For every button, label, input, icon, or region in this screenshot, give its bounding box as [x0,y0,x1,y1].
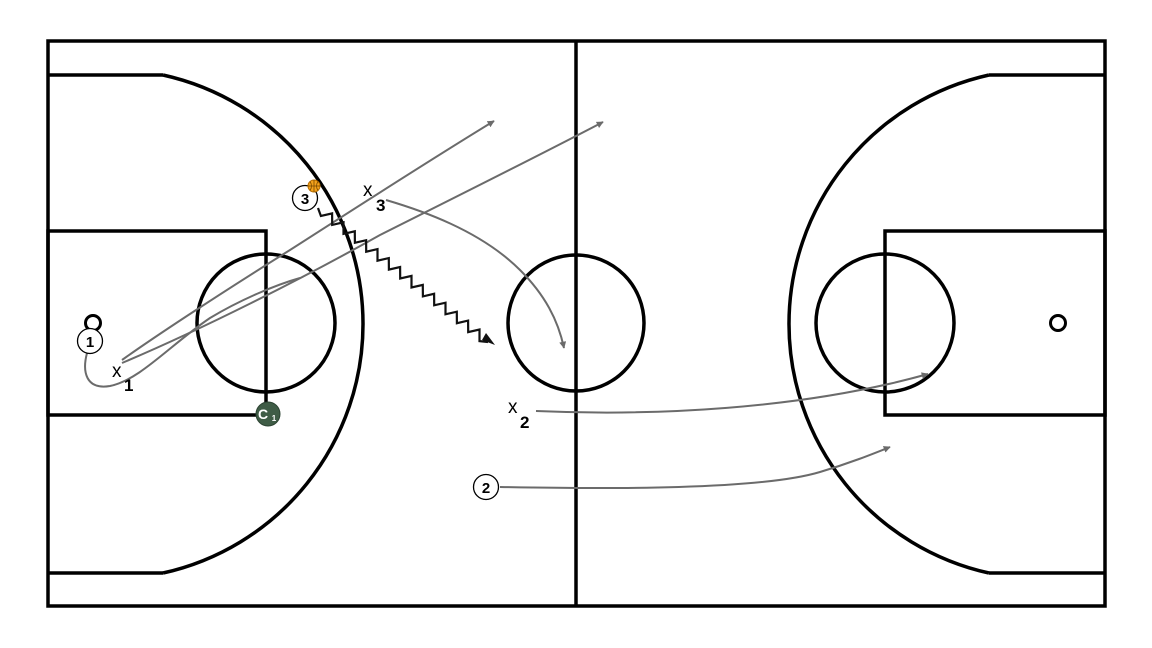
defender-number: 3 [376,196,385,215]
left-free-throw-circle [195,252,337,394]
defender-number: 1 [124,376,133,395]
defender-mark: x [363,180,373,201]
coach-circle [255,401,281,427]
defender-mark: x [508,397,518,418]
player-circle [472,473,500,501]
player-number: 1 [86,334,94,351]
cut-arrow-x2-to-right-key [535,372,929,414]
coach-letter: C [258,406,268,422]
right-free-throw-circle [814,252,956,394]
offense-player-1[interactable]: 1 [76,327,104,355]
cut-arrow-player-2-to-right [499,446,891,490]
pass-arrow-x1-to-top-center [121,120,495,361]
right-three-point-arc [787,73,990,575]
right-basket [1049,314,1067,332]
dribble-path [316,207,495,345]
cut-arrow-x3-to-center [385,199,567,349]
court-lines [46,39,1107,608]
player-number: 2 [482,480,490,497]
coach-marker[interactable]: C 1 [255,401,281,427]
defender-number: 2 [520,413,529,432]
defender-x1[interactable]: x 1 [112,361,133,395]
left-key [46,229,268,417]
defender-x2[interactable]: x 2 [508,397,529,432]
offense-player-2[interactable]: 2 [472,473,500,501]
center-circle [506,253,646,393]
left-three-point-arc [162,73,365,575]
player-circle [76,327,104,355]
coach-number: 1 [272,414,277,423]
player-number: 3 [301,191,309,208]
basketball-icon [307,179,321,193]
dribble-zigzag [316,207,489,344]
pass-arrow-x1-to-half-court [121,121,604,364]
cut-arrow-player-1 [84,277,301,388]
defender-x3[interactable]: x 3 [363,180,385,215]
defender-mark: x [112,361,122,382]
movement-paths [84,120,929,490]
dribble-arrowhead [482,333,495,345]
right-key [883,229,1107,417]
